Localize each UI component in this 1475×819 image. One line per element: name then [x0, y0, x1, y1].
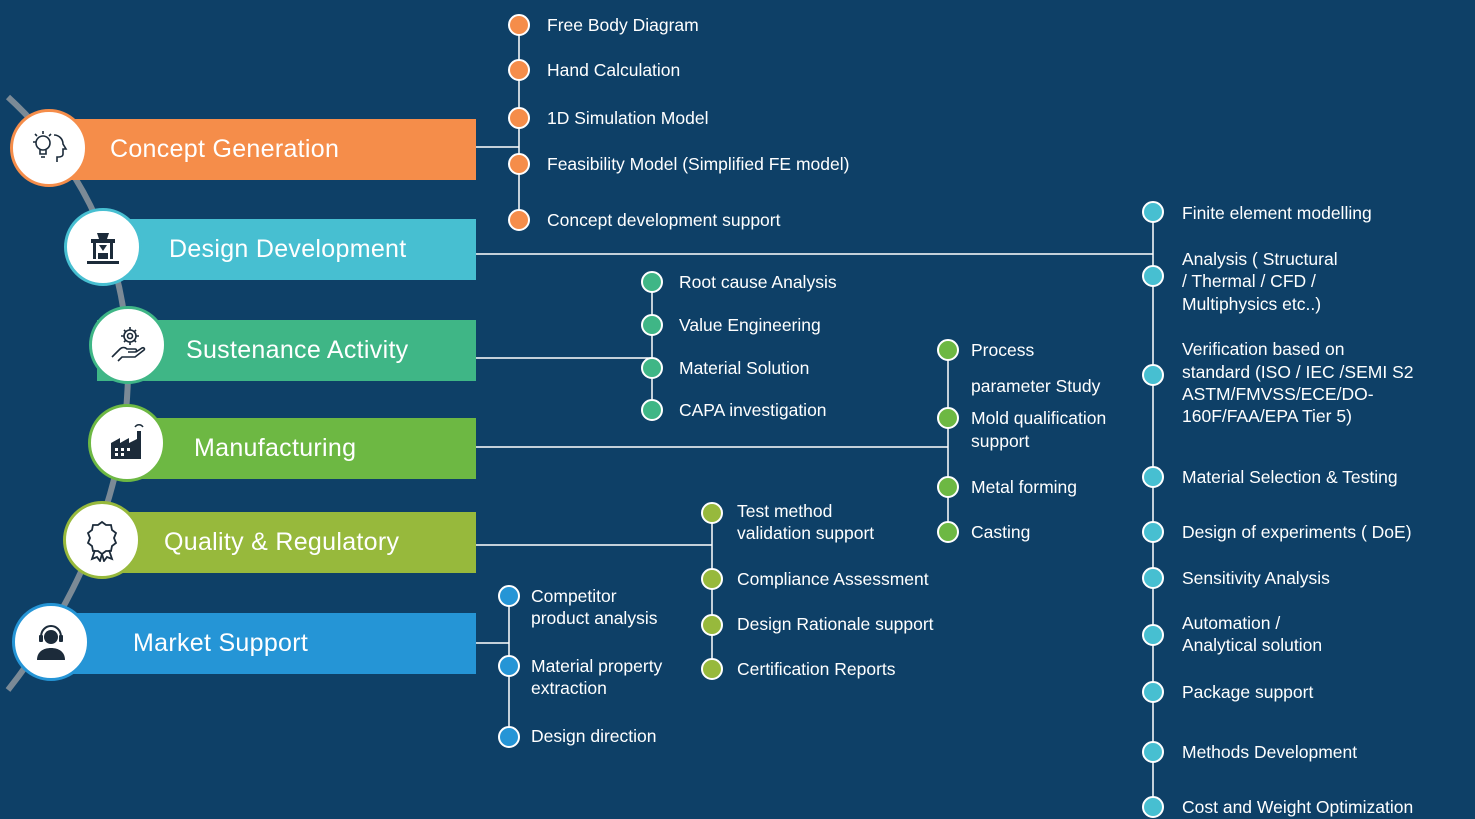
award-ribbon-icon: [86, 520, 118, 562]
design-item: Automation /: [1182, 613, 1281, 633]
stage-label: Manufacturing: [194, 434, 357, 462]
sustenance-badge: [89, 306, 167, 384]
concept-item: Free Body Diagram: [547, 15, 699, 35]
factory-icon: [111, 424, 144, 459]
concept-dot: [508, 107, 530, 129]
design-item: 160F/FAA/EPA Tier 5): [1182, 406, 1352, 426]
manufacturing-dot: [937, 339, 959, 361]
design-dot: [1142, 741, 1164, 763]
market-item: Material property: [531, 656, 663, 676]
concept-dot: [508, 209, 530, 231]
design-badge: [64, 208, 142, 286]
sustenance-item: Value Engineering: [679, 315, 821, 335]
design-dot: [1142, 201, 1164, 223]
stage-arc: [5, 94, 131, 692]
design-item: Sensitivity Analysis: [1182, 568, 1330, 588]
stage-quality-regulatory[interactable]: Quality & Regulatory: [112, 512, 476, 573]
stage-label: Design Development: [169, 235, 407, 263]
stage-label: Concept Generation: [110, 135, 340, 163]
manufacturing-dot: [937, 476, 959, 498]
manufacturing-dot: [937, 407, 959, 429]
concept-item: Feasibility Model (Simplified FE model): [547, 154, 850, 174]
market-badge: [12, 603, 90, 681]
sustenance-dot: [641, 399, 663, 421]
quality-dot: [701, 568, 723, 590]
sustenance-dot: [641, 357, 663, 379]
design-item: Design of experiments ( DoE): [1182, 522, 1412, 542]
design-item: Material Selection & Testing: [1182, 467, 1398, 487]
design-item: / Thermal / CFD /: [1182, 271, 1316, 291]
design-dot: [1142, 364, 1164, 386]
manufacturing-item: Process: [971, 340, 1035, 360]
concept-dot: [508, 153, 530, 175]
headset-agent-icon: [37, 624, 65, 660]
design-dot: [1142, 521, 1164, 543]
market-item: product analysis: [531, 608, 658, 628]
design-item: standard (ISO / IEC /SEMI S2: [1182, 362, 1414, 382]
manufacturing-item: Casting: [971, 522, 1031, 542]
design-item: Verification based on: [1182, 339, 1345, 359]
idea-head-icon: [33, 131, 68, 162]
market-item: extraction: [531, 678, 607, 698]
market-item: Design direction: [531, 726, 657, 746]
sustenance-item: CAPA investigation: [679, 400, 827, 420]
stage-label: Sustenance Activity: [186, 336, 409, 364]
quality-item: Certification Reports: [737, 659, 896, 679]
concept-badge: [10, 109, 88, 187]
market-item: Competitor: [531, 586, 617, 606]
sustenance-dot: [641, 314, 663, 336]
manufacturing-dot: [937, 521, 959, 543]
design-dot: [1142, 796, 1164, 818]
sustenance-item: Material Solution: [679, 358, 810, 378]
quality-item: Compliance Assessment: [737, 569, 929, 589]
gear-hand-icon: [111, 327, 146, 362]
concept-item: Concept development support: [547, 210, 781, 230]
stage-label: Market Support: [133, 629, 309, 657]
stage-concept-generation[interactable]: Concept Generation: [62, 119, 476, 180]
design-item: Methods Development: [1182, 742, 1358, 762]
quality-item: validation support: [737, 523, 875, 543]
design-dot: [1142, 681, 1164, 703]
market-dot: [498, 655, 520, 677]
quality-dot: [701, 614, 723, 636]
concept-item: Hand Calculation: [547, 60, 681, 80]
market-dot: [498, 585, 520, 607]
concept-dot: [508, 14, 530, 36]
design-item: ASTM/FMVSS/ECE/DO-: [1182, 384, 1374, 404]
stage-design-development[interactable]: Design Development: [120, 219, 476, 280]
design-item: Cost and Weight Optimization: [1182, 797, 1414, 817]
quality-item: Design Rationale support: [737, 614, 934, 634]
design-item: Analytical solution: [1182, 635, 1323, 655]
stage-label: Quality & Regulatory: [164, 528, 400, 556]
design-dot: [1142, 265, 1164, 287]
quality-dot: [701, 502, 723, 524]
design-item: Analysis ( Structural: [1182, 249, 1338, 269]
stage-market-support[interactable]: Market Support: [62, 613, 476, 674]
design-item: Package support: [1182, 682, 1314, 702]
concept-dot: [508, 59, 530, 81]
design-item: Finite element modelling: [1182, 203, 1372, 223]
sustenance-item: Root cause Analysis: [679, 272, 837, 292]
market-dot: [498, 726, 520, 748]
manufacturing-item: support: [971, 431, 1030, 451]
manufacturing-badge: [88, 404, 166, 482]
manufacturing-item: Metal forming: [971, 477, 1078, 497]
sustenance-dot: [641, 271, 663, 293]
quality-item: Test method: [737, 501, 833, 521]
stage-manufacturing[interactable]: Manufacturing: [130, 418, 476, 479]
manufacturing-item: Mold qualification: [971, 408, 1107, 428]
design-dot: [1142, 466, 1164, 488]
design-printer-icon: [87, 233, 119, 264]
manufacturing-item: parameter Study: [971, 376, 1101, 396]
design-dot: [1142, 567, 1164, 589]
design-dot: [1142, 624, 1164, 646]
concept-item: 1D Simulation Model: [547, 108, 709, 128]
quality-dot: [701, 658, 723, 680]
quality-badge: [63, 501, 141, 579]
design-item: Multiphysics etc..): [1182, 294, 1322, 314]
